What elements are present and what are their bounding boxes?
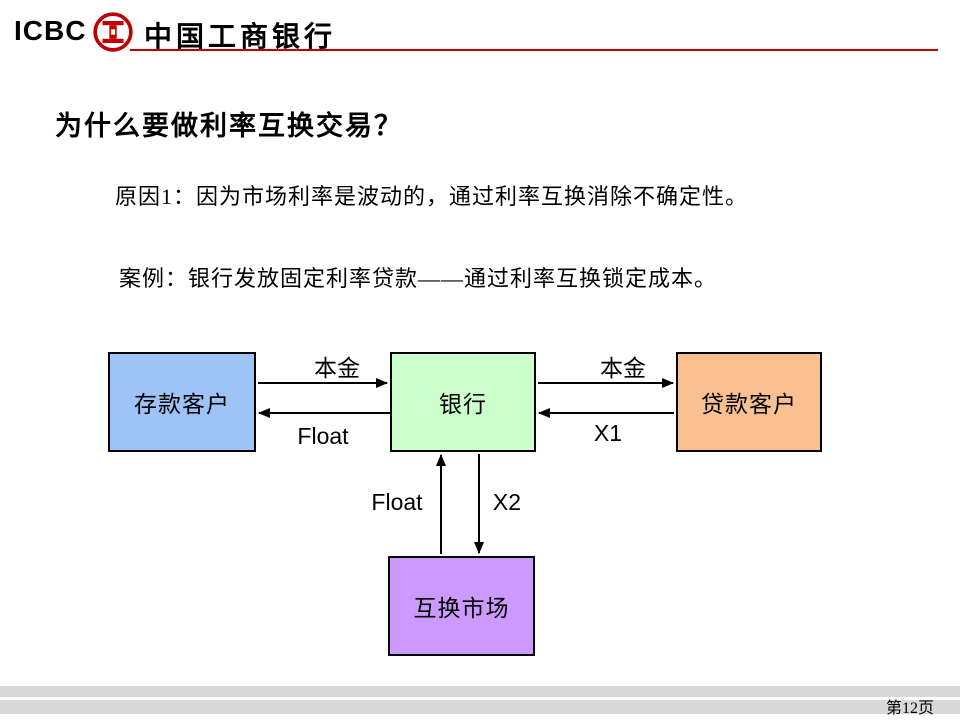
slide-title: 为什么要做利率互换交易？: [55, 111, 403, 141]
bank-name: 中国工商银行: [144, 21, 337, 52]
node-loan-customer: 贷款客户: [676, 352, 822, 452]
icbc-seal-icon: [92, 11, 134, 53]
page-number: 第12页: [885, 700, 934, 717]
edge-label-principal-right: 本金: [600, 356, 646, 381]
node-deposit-customer: 存款客户: [108, 352, 256, 452]
node-bank-label: 银行: [439, 392, 487, 417]
header-divider: [130, 49, 938, 51]
node-deposit-label: 存款客户: [134, 392, 230, 417]
case-text: 案例：银行发放固定利率贷款——通过利率互换锁定成本。: [119, 266, 718, 291]
node-swap-label: 互换市场: [413, 596, 510, 621]
edge-label-x1: X1: [593, 420, 623, 446]
node-bank: 银行: [390, 352, 536, 452]
reason-text: 原因1：因为市场利率是波动的，通过利率互换消除不确定性。: [115, 184, 749, 209]
node-loan-label: 贷款客户: [701, 392, 797, 417]
icbc-logo-text: ICBC: [14, 15, 87, 46]
edge-label-principal-left: 本金: [314, 356, 360, 381]
node-swap-market: 互换市场: [388, 556, 535, 656]
edge-label-float-vertical: Float: [371, 489, 423, 515]
edge-label-float-left: Float: [297, 423, 349, 449]
footer-bar-bottom: [0, 700, 960, 714]
edge-label-x2: X2: [492, 489, 522, 515]
footer-bar-top: [0, 686, 960, 697]
